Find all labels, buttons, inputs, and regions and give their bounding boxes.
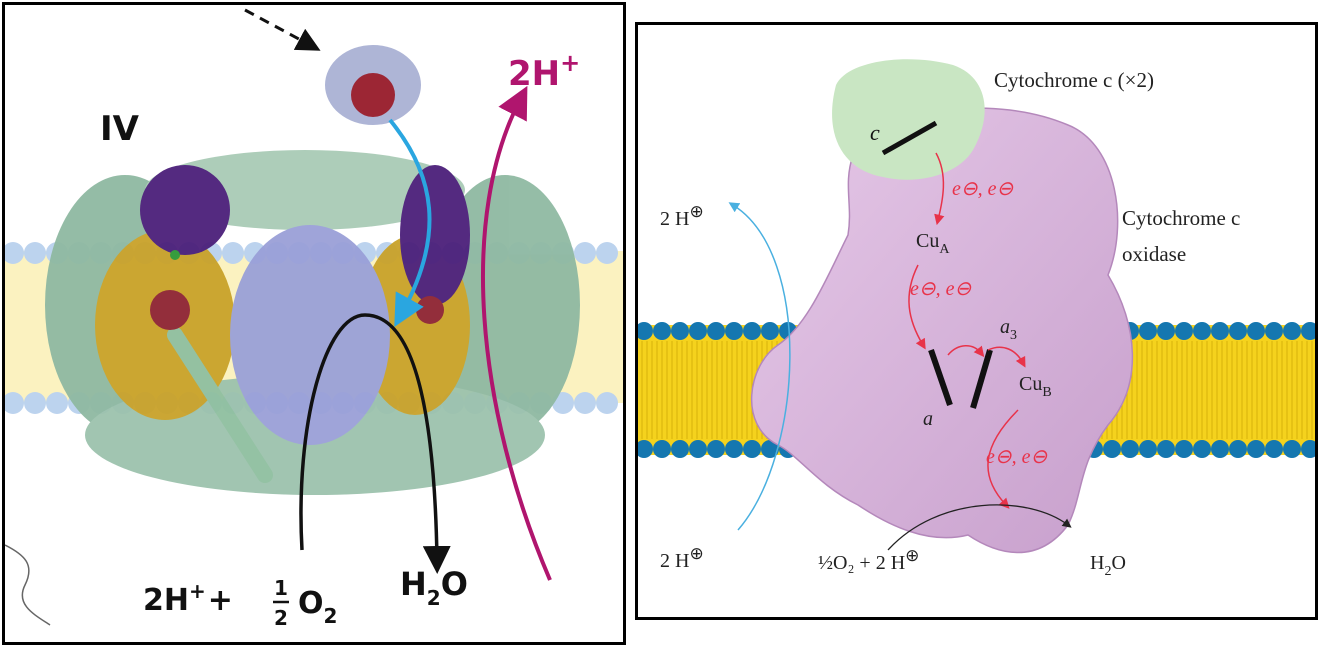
- lipid-head: [1139, 440, 1157, 458]
- lipid-head: [24, 392, 46, 414]
- lipid-head: [1193, 322, 1211, 340]
- lipid-head: [725, 440, 743, 458]
- proton-out-label: 2H+: [508, 49, 580, 94]
- lipid-head: [596, 242, 618, 264]
- lipid-head: [574, 392, 596, 414]
- lipid-head: [1175, 440, 1193, 458]
- lipid-head: [638, 322, 653, 340]
- electron-arrow-1: [934, 152, 945, 226]
- reaction-label: ½O₂ + 2 H⊕: [818, 546, 919, 574]
- lipid-head: [222, 242, 244, 264]
- lipid-head: [671, 440, 689, 458]
- lipid-head: [1175, 322, 1193, 340]
- lipid-head: [725, 322, 743, 340]
- water-product-label: H2O: [400, 565, 468, 610]
- heme-a3-bar: [970, 349, 993, 409]
- cytochrome-c-heme: [881, 120, 938, 156]
- cu-b-label: CuB: [1019, 373, 1052, 400]
- lipid-head: [653, 322, 671, 340]
- lipid-head: [1103, 440, 1121, 458]
- oxygen-reduction-arrow: [299, 313, 451, 574]
- lipid-head: [1247, 322, 1265, 340]
- lipid-head: [574, 242, 596, 264]
- proton-pump-arrow: [728, 202, 791, 531]
- lipid-head: [596, 392, 618, 414]
- heme-a-bar: [928, 349, 953, 406]
- left-diagram: IV 2H+ 2H++ 1 2 O2 H2O: [5, 8, 623, 630]
- lipid-head: [1121, 440, 1139, 458]
- lipid-head: [638, 440, 653, 458]
- oxidase-label-line2: oxidase: [1122, 242, 1186, 266]
- lipid-head: [1265, 322, 1283, 340]
- electron-arrow-a-a3: [947, 345, 985, 358]
- cytochrome-c-shape: [832, 59, 985, 180]
- lipid-head: [671, 322, 689, 340]
- protein-structure: [45, 150, 580, 495]
- electron-arrow-2: [908, 264, 926, 350]
- proton-out-label: 2 H⊕: [660, 202, 704, 230]
- lipid-head: [653, 440, 671, 458]
- lipid-head: [1265, 440, 1283, 458]
- lipid-head: [761, 322, 779, 340]
- reactant-label: 2H++ 1 2 O2: [143, 576, 337, 630]
- heme-a3-label: a3: [1000, 316, 1017, 343]
- oxidase-label-line1: Cytochrome c: [1122, 206, 1240, 230]
- lipid-head: [1157, 440, 1175, 458]
- lipid-head: [1211, 322, 1229, 340]
- lipid-head: [1301, 440, 1315, 458]
- electron-pair-3: e⊖, e⊖: [986, 446, 1048, 468]
- lipid-head: [1283, 322, 1301, 340]
- electron-arrow-3: [987, 409, 1019, 509]
- lipid-head: [707, 322, 725, 340]
- left-panel: IV 2H+ 2H++ 1 2 O2 H2O: [2, 2, 626, 645]
- svg-text:2H++: 2H++: [143, 579, 233, 618]
- proton-in-label: 2 H⊕: [660, 544, 704, 572]
- lipid-head: [1283, 440, 1301, 458]
- water-product-label: H2O: [1090, 552, 1126, 579]
- cytochrome-c-label: Cytochrome c (×2): [994, 68, 1154, 92]
- electron-pair-1: e⊖, e⊖: [952, 178, 1014, 200]
- electron-pair-2: e⊖, e⊖: [910, 278, 972, 300]
- lipid-head: [5, 392, 24, 414]
- right-diagram: c Cytochrome c (×2) Cytochrome c oxidase…: [638, 59, 1315, 579]
- lipid-head: [1229, 440, 1247, 458]
- lipid-head: [24, 242, 46, 264]
- cytochrome-c-arrow: [244, 8, 321, 51]
- svg-text:O2: O2: [298, 586, 337, 628]
- cytochrome-c-protein: [325, 45, 421, 125]
- svg-text:1: 1: [274, 576, 288, 600]
- cytochrome-c-letter: c: [870, 120, 880, 145]
- proton-pump-arrow: [481, 85, 552, 581]
- lipid-head: [1157, 322, 1175, 340]
- complex-iv-label: IV: [100, 109, 140, 149]
- lipid-head: [1139, 322, 1157, 340]
- lipid-head: [1229, 322, 1247, 340]
- lipid-head: [5, 242, 24, 264]
- lipid-head: [1193, 440, 1211, 458]
- lipid-head: [46, 392, 68, 414]
- svg-text:2: 2: [274, 606, 288, 630]
- lipid-head: [743, 322, 761, 340]
- lipid-head: [743, 440, 761, 458]
- lipid-head: [689, 440, 707, 458]
- lipid-head: [1301, 322, 1315, 340]
- lipid-head: [707, 440, 725, 458]
- cu-a-label: CuA: [916, 230, 950, 257]
- cytochrome-c-oxidase-shape: [751, 107, 1134, 554]
- electron-arrow-a3-cub: [987, 346, 1026, 368]
- stray-strand: [5, 544, 51, 626]
- lipid-head: [761, 440, 779, 458]
- oxygen-reduction-arrow: [887, 504, 1072, 551]
- electron-path-arrow: [388, 118, 432, 328]
- lipid-head: [689, 322, 707, 340]
- heme-a-label: a: [923, 408, 933, 430]
- lipid-head: [1247, 440, 1265, 458]
- lipid-head: [1211, 440, 1229, 458]
- right-panel: c Cytochrome c (×2) Cytochrome c oxidase…: [635, 22, 1318, 620]
